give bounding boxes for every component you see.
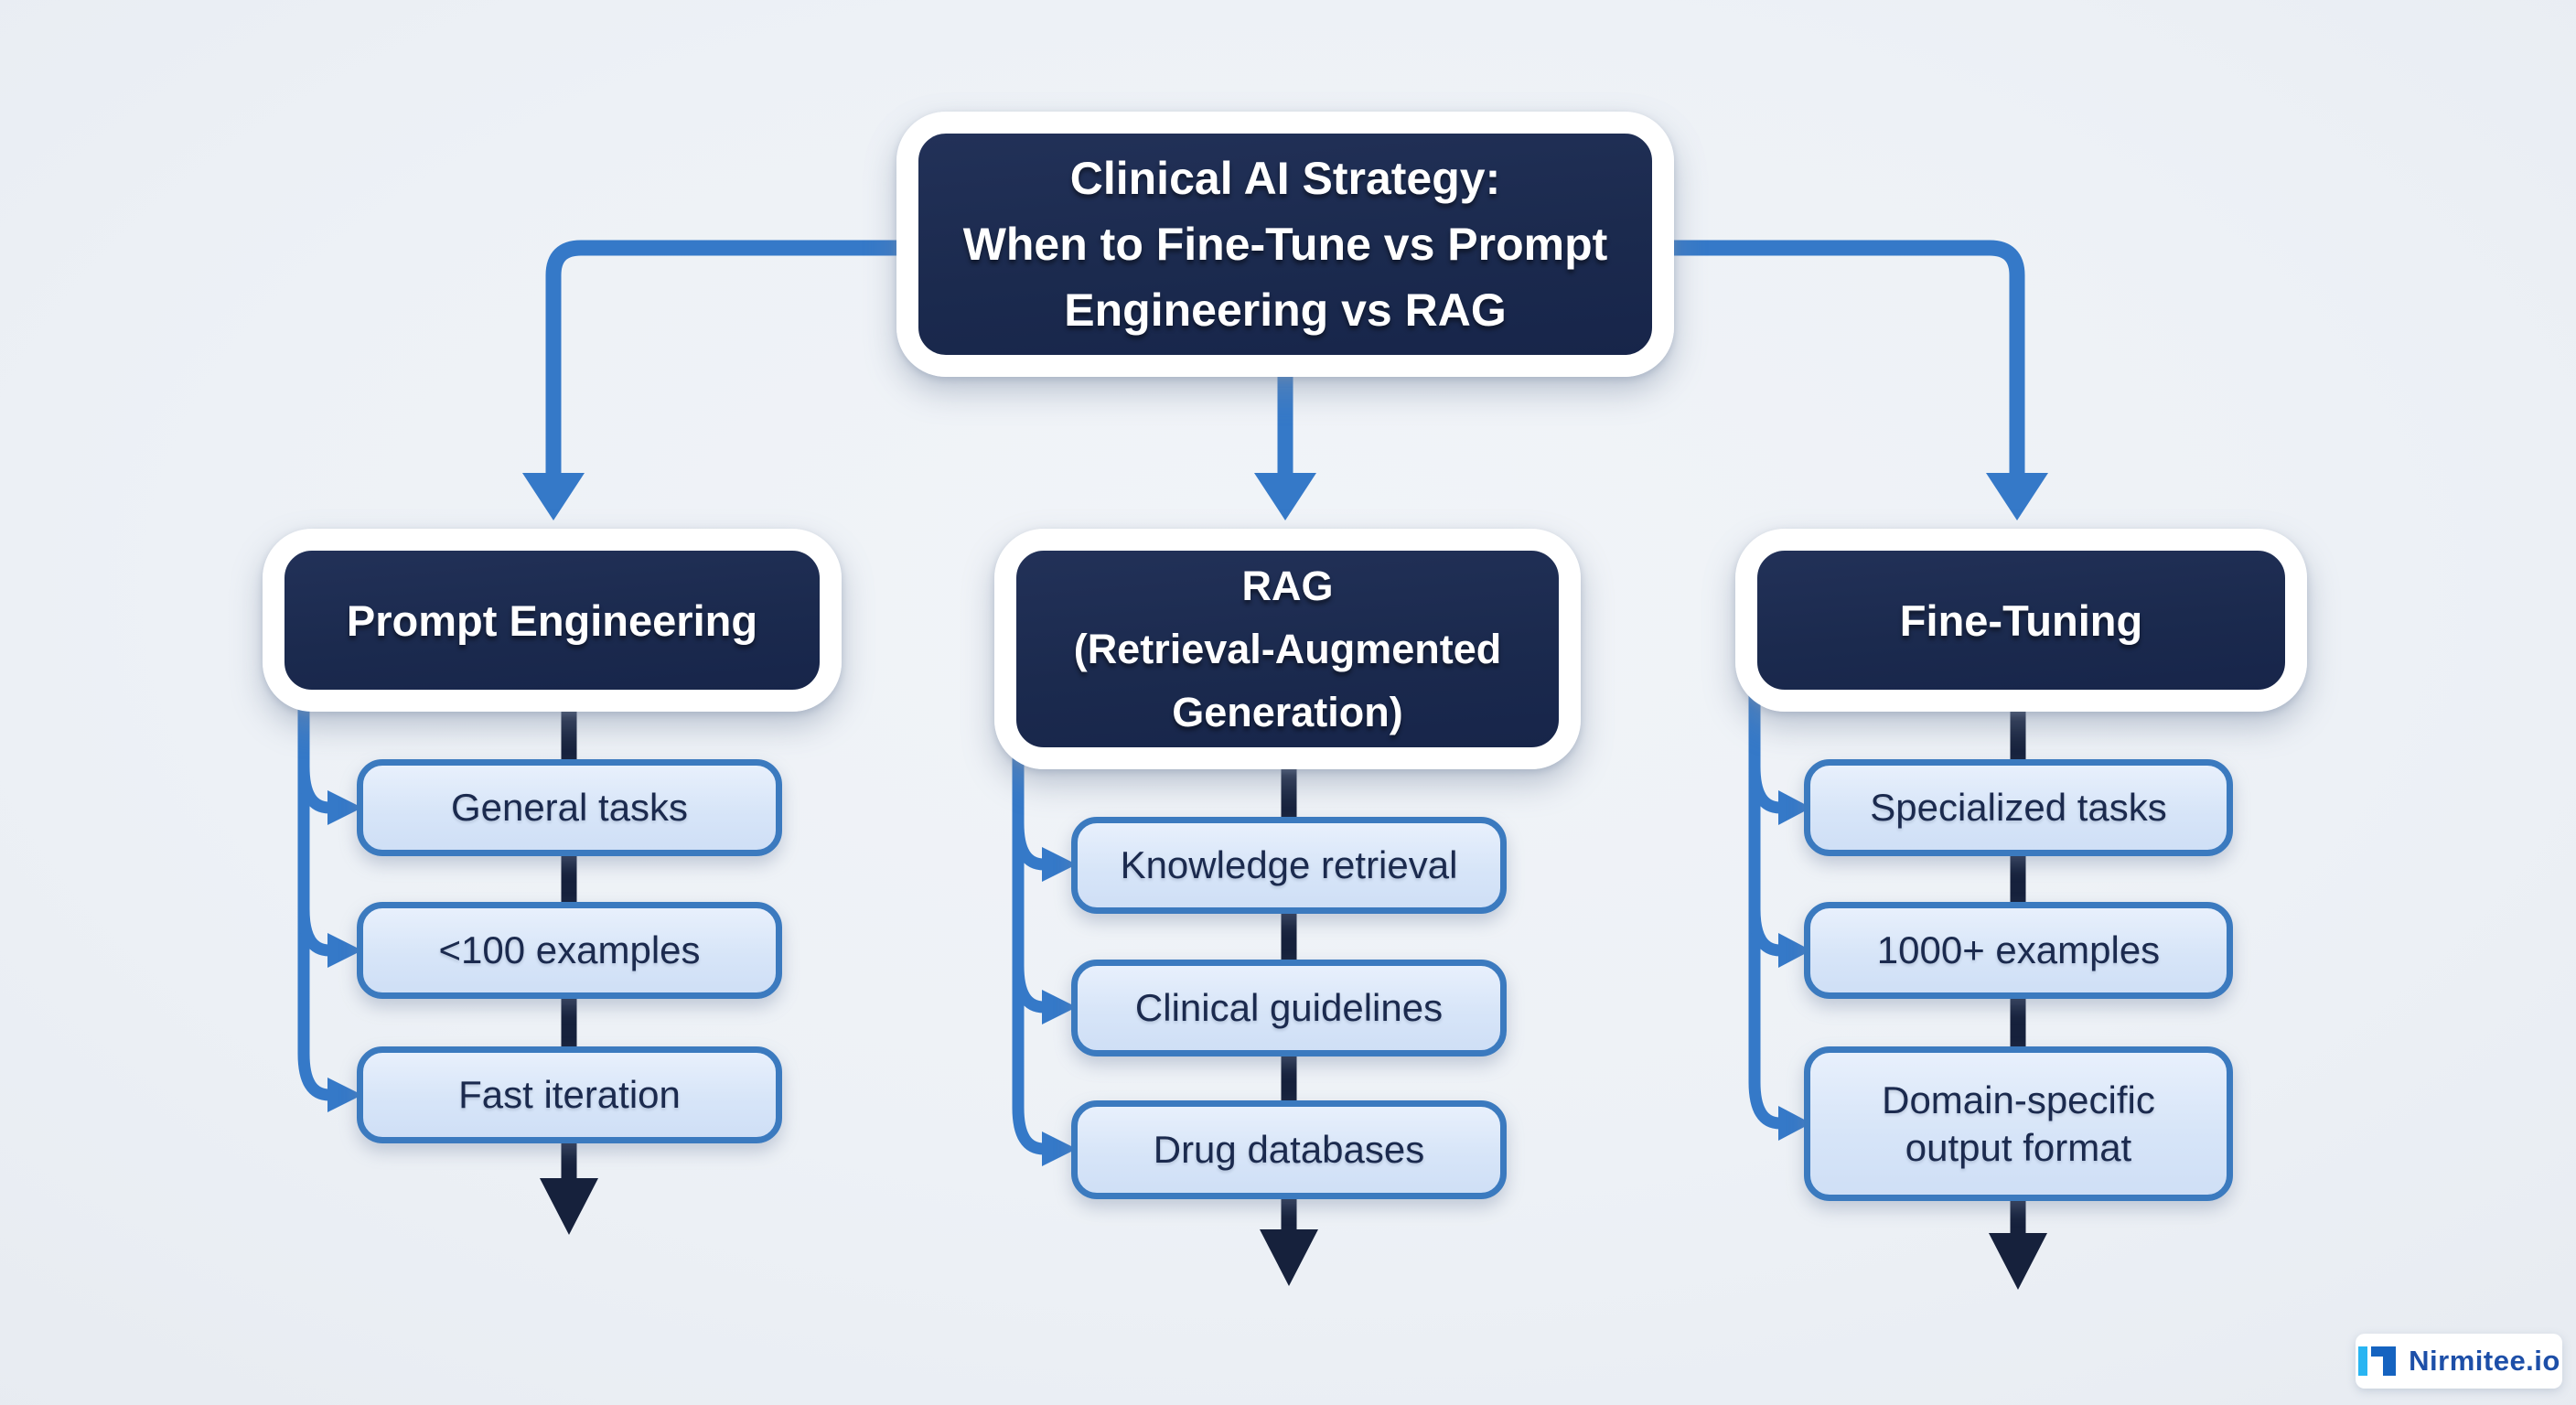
nirmitee-logo-icon [2358, 1346, 2397, 1376]
node-fine-tuning: Fine-Tuning [1735, 529, 2307, 712]
fast-iteration-label: Fast iteration [458, 1073, 681, 1116]
specialized-tasks-label: Specialized tasks [1870, 786, 2167, 829]
fine-tuning-label: Fine-Tuning [1899, 595, 2143, 645]
100-examples-label: <100 examples [438, 928, 701, 971]
arrowhead-spine-prompt-engineering [540, 1178, 598, 1235]
arrowhead-specialized-tasks [1778, 790, 1811, 825]
elbow-1000-examples [1748, 908, 1781, 957]
arrowhead-to-prompt-engineering [522, 473, 585, 520]
general-tasks-label: General tasks [450, 786, 689, 829]
title-node: Clinical AI Strategy: When to Fine-Tune … [896, 112, 1674, 377]
connector-title-to-prompt-engineering [545, 240, 937, 476]
node-drug-databases: Drug databases [1071, 1100, 1507, 1199]
rag-label: RAG (Retrieval-Augmented Generation) [1073, 563, 1502, 735]
arrowhead-1000-examples [1778, 933, 1811, 968]
node-clinical-guidelines: Clinical guidelines [1071, 960, 1507, 1056]
arrowhead-fast-iteration [327, 1078, 362, 1112]
node-rag: RAG (Retrieval-Augmented Generation) [994, 529, 1581, 769]
arrowhead-spine-rag [1260, 1229, 1318, 1286]
connector-title-to-fine-tuning [1635, 240, 2025, 476]
node-100-examples: <100 examples [357, 902, 782, 999]
node-knowledge-retrieval: Knowledge retrieval [1071, 817, 1507, 914]
arrowhead-general-tasks [327, 790, 362, 825]
arrowhead-to-rag [1254, 473, 1316, 520]
title-text: Clinical AI Strategy: When to Fine-Tune … [962, 153, 1608, 336]
arrowhead-100-examples [327, 933, 362, 968]
node-general-tasks: General tasks [357, 759, 782, 856]
elbow-knowledge-retrieval [1012, 822, 1045, 871]
brand-logo-text: Nirmitee.io [2409, 1345, 2560, 1377]
node-prompt-engineering: Prompt Engineering [263, 529, 842, 712]
arrowhead-clinical-guidelines [1042, 990, 1077, 1024]
node-fast-iteration: Fast iteration [357, 1046, 782, 1143]
node-specialized-tasks: Specialized tasks [1804, 759, 2233, 856]
clinical-guidelines-label: Clinical guidelines [1134, 986, 1444, 1029]
brand-logo: Nirmitee.io [2356, 1334, 2562, 1389]
arrowhead-to-fine-tuning [1986, 473, 2048, 520]
arrowhead-domain-specific [1778, 1106, 1811, 1141]
elbow-clinical-guidelines [1012, 965, 1045, 1014]
domain-specific-output-label: Domain-specific output format [1882, 1078, 2155, 1169]
elbow-specialized-tasks [1748, 766, 1781, 814]
node-1000-examples: 1000+ examples [1804, 902, 2233, 999]
1000-examples-label: 1000+ examples [1876, 928, 2161, 971]
elbow-fast-iteration [297, 1053, 330, 1101]
elbow-drug-databases [1012, 1107, 1045, 1155]
drug-databases-label: Drug databases [1153, 1128, 1425, 1171]
elbow-general-tasks [297, 766, 330, 814]
elbow-domain-specific [1748, 1081, 1781, 1130]
arrowhead-drug-databases [1042, 1132, 1077, 1166]
arrowhead-knowledge-retrieval [1042, 847, 1077, 882]
arrowhead-spine-fine-tuning [1989, 1233, 2047, 1290]
knowledge-retrieval-label: Knowledge retrieval [1120, 843, 1458, 886]
elbow-100-examples [297, 908, 330, 957]
prompt-engineering-label: Prompt Engineering [346, 595, 758, 645]
node-domain-specific-output: Domain-specific output format [1804, 1046, 2233, 1201]
